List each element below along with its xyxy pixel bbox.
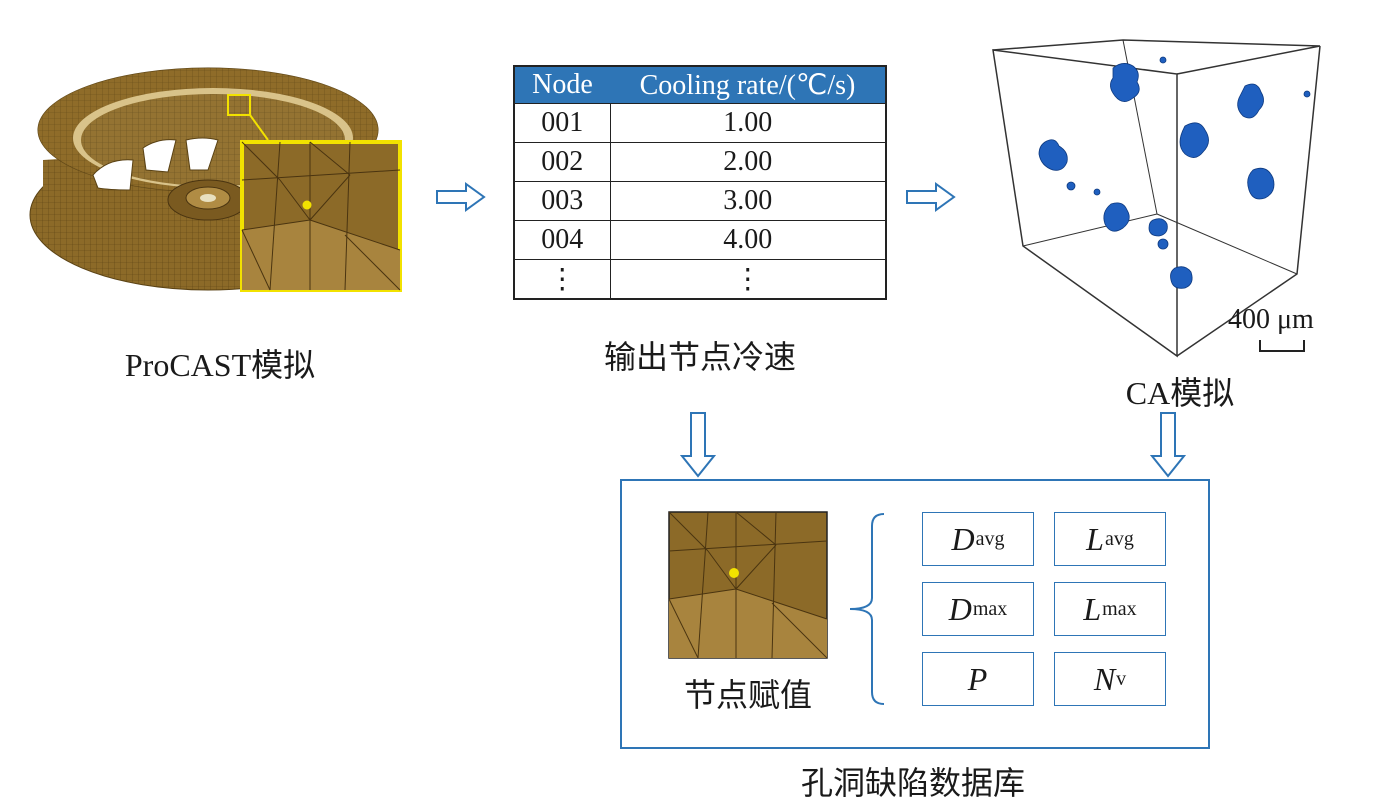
node-cell: ⋮ — [513, 259, 611, 300]
mesh-zoom-inset — [240, 140, 402, 292]
node-cell: 004 — [513, 220, 611, 260]
arrow-down-icon — [680, 412, 716, 478]
procast-caption: ProCAST模拟 — [124, 347, 316, 383]
node-cell: 002 — [513, 142, 611, 182]
table-row: 004 4.00 — [513, 220, 887, 260]
node-cell: 001 — [513, 103, 611, 143]
assign-caption: 节点赋值 — [683, 677, 812, 713]
metric-symbol: L — [1086, 520, 1104, 557]
metric-symbol: D — [951, 520, 975, 557]
scale-bar-label: 400 μm — [1228, 304, 1314, 335]
table-row: 001 1.00 — [513, 103, 887, 143]
arrow-right-icon — [436, 182, 486, 212]
column-header-node: Node — [514, 66, 610, 104]
table-row: ⋮ ⋮ — [513, 259, 887, 300]
rate-cell: ⋮ — [609, 259, 887, 300]
arrow-right-icon — [906, 182, 956, 212]
rate-cell: 1.00 — [609, 103, 887, 143]
metric-symbol: D — [948, 590, 972, 627]
output-caption: 输出节点冷速 — [603, 339, 796, 375]
rate-cell: 3.00 — [609, 181, 887, 221]
ca-simulation-cube — [992, 39, 1321, 358]
table-header-row: Node Cooling rate/(℃/s) — [514, 66, 886, 104]
metric-p: P — [922, 652, 1034, 706]
metric-subscript: max — [1102, 597, 1137, 620]
table-row: 003 3.00 — [513, 181, 887, 221]
ca-caption: CA模拟 — [1125, 375, 1235, 411]
node-assignment-mesh — [668, 511, 828, 659]
scale-bar — [1259, 340, 1305, 352]
rate-cell: 2.00 — [609, 142, 887, 182]
metric-subscript: max — [972, 597, 1008, 620]
metric-symbol: L — [1083, 590, 1102, 627]
metric-subscript: avg — [975, 527, 1005, 550]
curly-brace — [849, 513, 885, 705]
table-row: 002 2.00 — [513, 142, 887, 182]
metric-subscript: v — [1116, 667, 1127, 690]
metric-symbol: P — [967, 660, 988, 697]
database-caption: 孔洞缺陷数据库 — [800, 765, 1025, 801]
node-cell: 003 — [513, 181, 611, 221]
arrow-down-icon — [1150, 412, 1186, 478]
rate-cell: 4.00 — [609, 220, 887, 260]
metric-symbol: N — [1093, 660, 1116, 697]
pore-database-panel — [620, 479, 1210, 749]
metric-subscript: avg — [1104, 527, 1134, 550]
cooling-rate-table: Node Cooling rate/(℃/s) 001 1.00 002 2.0… — [513, 65, 887, 300]
column-header-cooling-rate: Cooling rate/(℃/s) — [610, 66, 886, 104]
